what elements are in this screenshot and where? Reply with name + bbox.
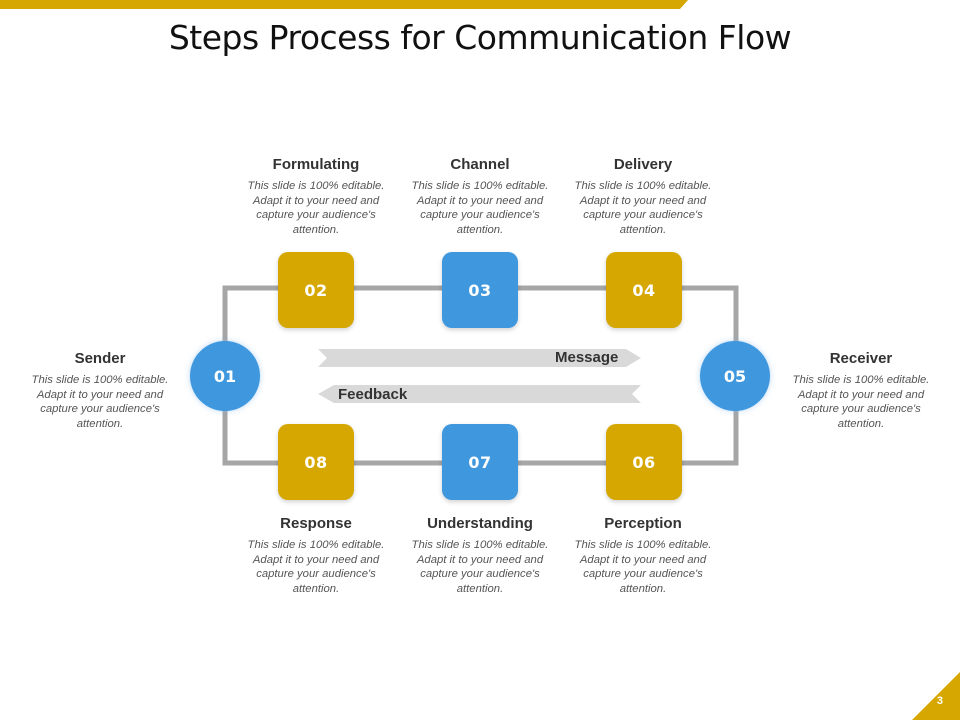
step-05-label: Receiver This slide is 100% editable. Ad… xyxy=(791,350,931,431)
step-04-marker[interactable]: 04 xyxy=(606,252,682,328)
step-title: Receiver xyxy=(829,350,893,367)
top-accent-bar xyxy=(0,0,688,9)
step-07-marker[interactable]: 07 xyxy=(442,424,518,500)
step-title: Sender xyxy=(74,350,126,367)
step-title: Response xyxy=(280,515,352,532)
step-01-label: Sender This slide is 100% editable. Adap… xyxy=(30,350,170,431)
step-title: Understanding xyxy=(427,515,533,532)
feedback-label: Feedback xyxy=(338,386,408,403)
step-03-label: Channel This slide is 100% editable. Ada… xyxy=(410,156,550,237)
step-08-marker[interactable]: 08 xyxy=(278,424,354,500)
step-title: Channel xyxy=(450,156,510,173)
step-title: Perception xyxy=(604,515,682,532)
slide-title: Steps Process for Communication Flow xyxy=(168,18,792,57)
message-arrow xyxy=(318,349,641,367)
step-description: This slide is 100% editable. Adapt it to… xyxy=(411,539,549,595)
step-title: Formulating xyxy=(272,156,360,173)
step-04-label: Delivery This slide is 100% editable. Ad… xyxy=(573,156,713,237)
step-description: This slide is 100% editable. Adapt it to… xyxy=(574,180,712,236)
step-06-marker[interactable]: 06 xyxy=(606,424,682,500)
step-description: This slide is 100% editable. Adapt it to… xyxy=(247,180,385,236)
feedback-arrow xyxy=(318,385,641,403)
step-title: Delivery xyxy=(613,156,673,173)
step-08-label: Response This slide is 100% editable. Ad… xyxy=(246,515,386,596)
step-03-marker[interactable]: 03 xyxy=(442,252,518,328)
message-label: Message xyxy=(555,349,619,366)
step-02-label: Formulating This slide is 100% editable.… xyxy=(246,156,386,237)
step-01-marker[interactable]: 01 xyxy=(190,341,260,411)
step-06-label: Perception This slide is 100% editable. … xyxy=(573,515,713,596)
step-07-label: Understanding This slide is 100% editabl… xyxy=(410,515,550,596)
step-description: This slide is 100% editable. Adapt it to… xyxy=(792,374,930,430)
page-number: 3 xyxy=(936,695,943,707)
step-description: This slide is 100% editable. Adapt it to… xyxy=(247,539,385,595)
step-05-marker[interactable]: 05 xyxy=(700,341,770,411)
step-description: This slide is 100% editable. Adapt it to… xyxy=(574,539,712,595)
step-description: This slide is 100% editable. Adapt it to… xyxy=(31,374,169,430)
step-02-marker[interactable]: 02 xyxy=(278,252,354,328)
step-description: This slide is 100% editable. Adapt it to… xyxy=(411,180,549,236)
